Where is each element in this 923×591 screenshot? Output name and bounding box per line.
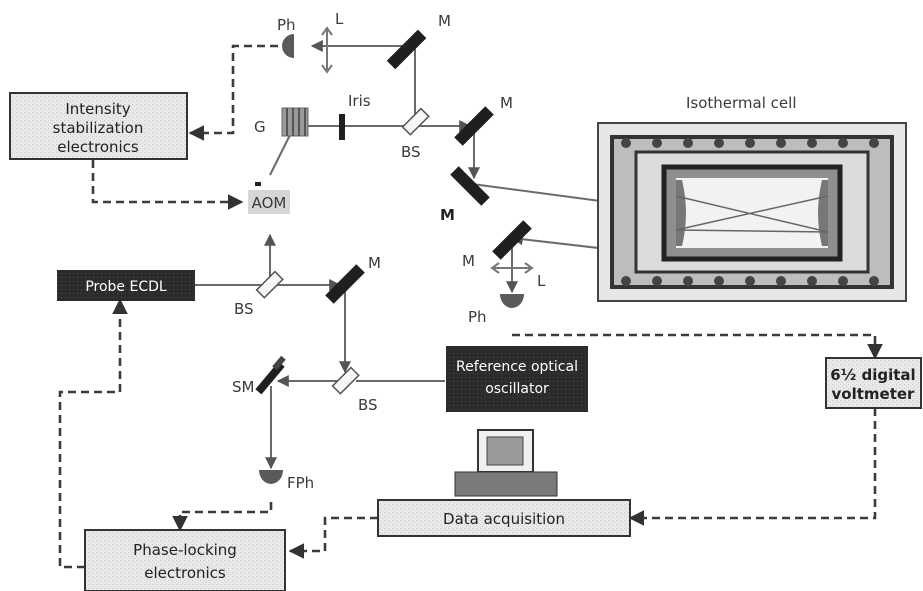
voltmeter-line-1: 6½ digital bbox=[830, 366, 915, 384]
computer-icon bbox=[454, 429, 558, 497]
label-ph-top: Ph bbox=[277, 16, 296, 34]
mirror-left-icon bbox=[450, 166, 490, 206]
signal-fph-to-phaselock bbox=[172, 502, 273, 532]
probe-ecdl-label: Probe ECDL bbox=[85, 279, 167, 295]
reference-line-1: Reference optical bbox=[456, 359, 578, 375]
signal-ph-to-voltmeter bbox=[512, 333, 883, 360]
scanning-mirror-icon bbox=[255, 355, 286, 395]
beamsplitter-mid-icon bbox=[255, 270, 284, 299]
phase-locking-line-2: electronics bbox=[144, 564, 226, 582]
probe-ecdl-box: Probe ECDL bbox=[57, 270, 195, 301]
beamsplitter-top-icon bbox=[401, 107, 430, 136]
label-bs-top: BS bbox=[401, 143, 421, 161]
label-bs-low: BS bbox=[358, 396, 378, 414]
reference-line-2: oscillator bbox=[485, 381, 549, 397]
intensity-line-3: electronics bbox=[57, 138, 139, 156]
label-m-lower: M bbox=[462, 252, 475, 270]
photodiode-top-icon bbox=[282, 34, 294, 58]
fast-photodiode-icon bbox=[259, 470, 283, 484]
mirror-mid-icon bbox=[325, 264, 365, 304]
beam-aom-to-grating bbox=[269, 134, 291, 176]
label-ph-right: Ph bbox=[468, 308, 487, 326]
mirror-lower-icon bbox=[492, 220, 532, 260]
label-aom: AOM bbox=[252, 194, 287, 212]
intensity-line-2: stabilization bbox=[53, 119, 144, 137]
label-fph: FPh bbox=[287, 474, 314, 492]
phase-locking-box: Phase-locking electronics bbox=[84, 529, 286, 591]
label-l-right: L bbox=[537, 272, 546, 290]
label-sm: SM bbox=[232, 378, 254, 396]
label-iris: Iris bbox=[348, 92, 371, 110]
label-isothermal-cell: Isothermal cell bbox=[686, 94, 797, 112]
label-m-left: M bbox=[440, 206, 455, 224]
signal-lines bbox=[58, 44, 883, 569]
intensity-line-1: Intensity bbox=[65, 100, 130, 118]
beamsplitter-low-icon bbox=[331, 366, 360, 395]
mirror-top-icon bbox=[386, 29, 427, 70]
aom-beam-dump-icon bbox=[255, 182, 261, 186]
mirror-right-upper-icon bbox=[454, 106, 494, 146]
reference-oscillator-box: Reference optical oscillator bbox=[446, 346, 588, 412]
lens-top-icon bbox=[321, 26, 333, 74]
signal-phaselock-to-probe bbox=[58, 298, 128, 569]
photodiode-right-icon bbox=[500, 294, 524, 308]
signal-intensity-to-aom bbox=[91, 160, 244, 210]
phase-locking-line-1: Phase-locking bbox=[133, 541, 237, 559]
label-m-mid: M bbox=[368, 254, 381, 272]
voltmeter-line-2: voltmeter bbox=[832, 385, 916, 403]
iris-icon bbox=[339, 114, 345, 140]
aom-box bbox=[248, 190, 290, 214]
isothermal-cell bbox=[597, 122, 907, 302]
label-g: G bbox=[254, 118, 266, 136]
lens-right-icon bbox=[490, 262, 534, 274]
data-acquisition-label: Data acquisition bbox=[443, 510, 565, 528]
label-bs-mid: BS bbox=[234, 300, 254, 318]
signal-daq-to-phaselock bbox=[288, 516, 378, 559]
signal-voltmeter-to-daq bbox=[628, 408, 877, 526]
label-m-top: M bbox=[438, 12, 451, 30]
grating-icon bbox=[281, 107, 309, 137]
label-l-top: L bbox=[335, 10, 344, 28]
data-acquisition-box: Data acquisition bbox=[377, 499, 631, 537]
intensity-stabilization-box: Intensity stabilization electronics bbox=[9, 92, 188, 160]
digital-voltmeter-box: 6½ digital voltmeter bbox=[825, 357, 922, 409]
label-m-right1: M bbox=[500, 94, 513, 112]
